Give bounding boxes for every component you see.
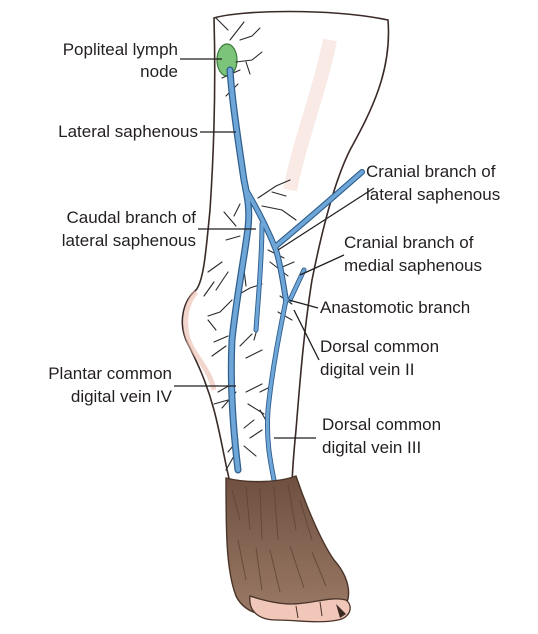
leader-lines [174, 58, 375, 439]
label-cranial-lateral-line1: Cranial branch of [366, 162, 496, 181]
label-dorsal-ii-line2: digital vein II [320, 360, 415, 379]
label-dorsal-iii-line1: Dorsal common [322, 415, 441, 434]
label-plantar-iv-line1: Plantar common [48, 364, 172, 383]
labels: Popliteal lymph node Lateral saphenous C… [48, 40, 500, 457]
label-popliteal-lymph-node-line2: node [140, 62, 178, 81]
label-lateral-saphenous: Lateral saphenous [58, 122, 198, 141]
label-caudal-branch-line1: Caudal branch of [67, 208, 197, 227]
label-popliteal-lymph-node-line1: Popliteal lymph [63, 40, 178, 59]
label-dorsal-iii-line2: digital vein III [322, 438, 421, 457]
label-caudal-branch-line2: lateral saphenous [62, 231, 196, 250]
label-plantar-iv-line2: digital vein IV [71, 387, 173, 406]
label-cranial-lateral-line2: lateral saphenous [366, 185, 500, 204]
label-cranial-medial-line1: Cranial branch of [344, 233, 474, 252]
vein-tributaries [203, 17, 297, 471]
label-dorsal-ii-line1: Dorsal common [320, 337, 439, 356]
label-anastomotic-branch: Anastomotic branch [320, 298, 470, 317]
label-cranial-medial-line2: medial saphenous [344, 256, 482, 275]
veins [226, 66, 365, 483]
paw [225, 475, 351, 623]
